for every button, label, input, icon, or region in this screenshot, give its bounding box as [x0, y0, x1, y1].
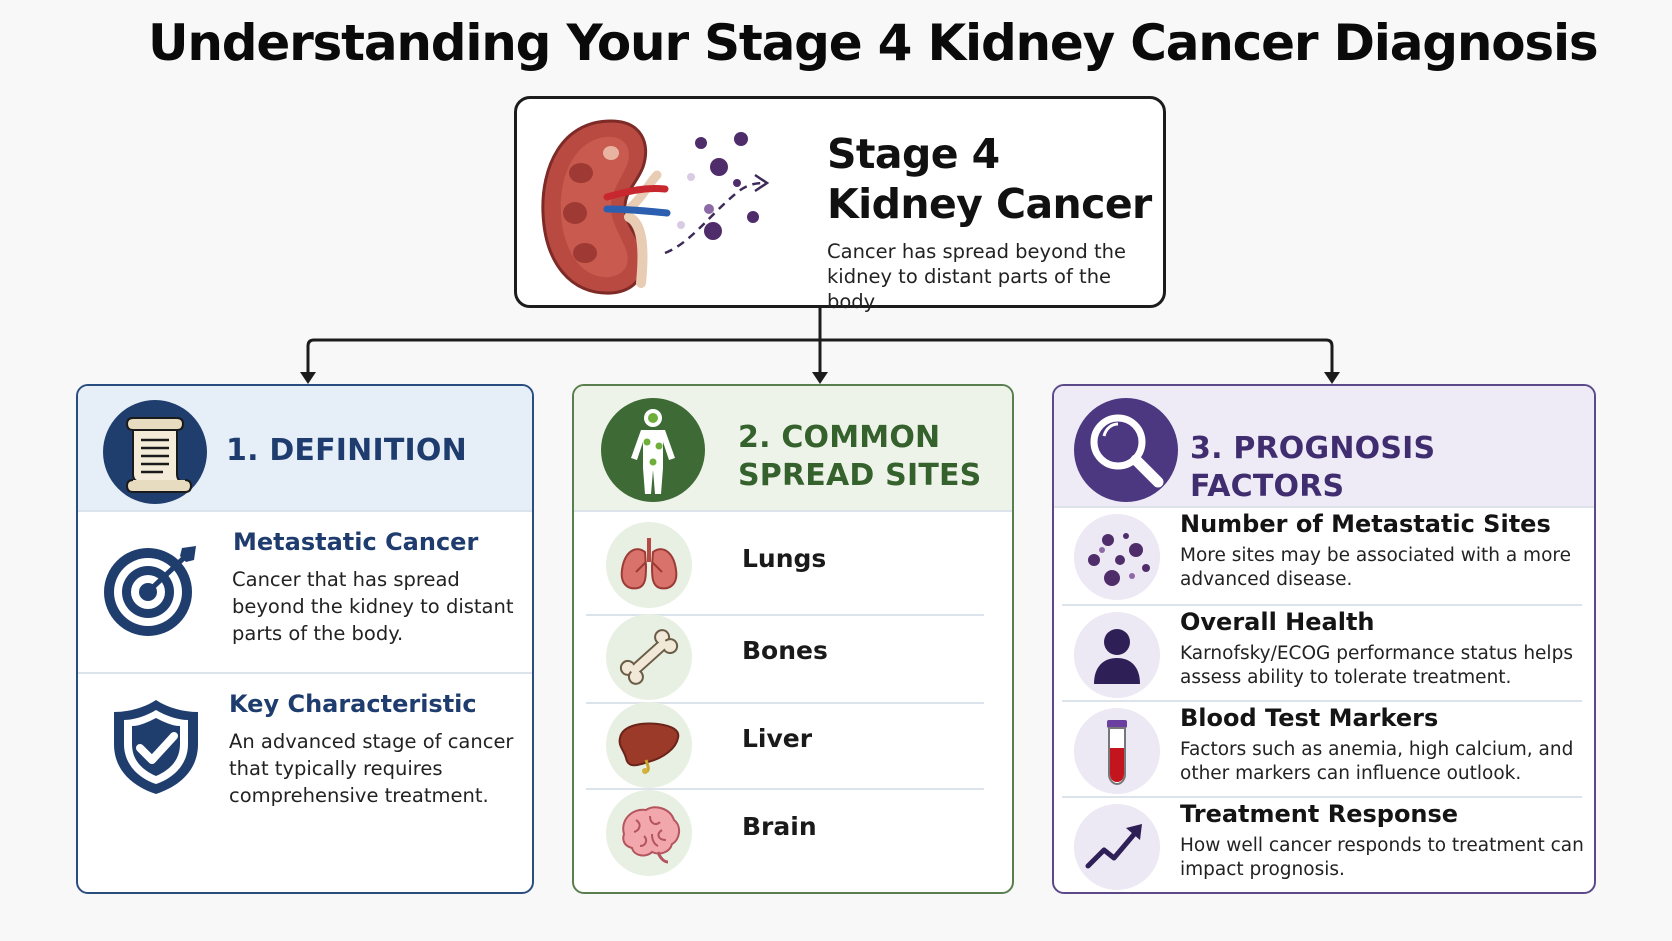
- kidney-icon: [541, 119, 671, 295]
- divider: [78, 672, 532, 674]
- spread-sites-card: 2. COMMON SPREAD SITES Lungs: [572, 384, 1014, 894]
- hero-title-line2: Kidney Cancer: [827, 180, 1152, 228]
- page-title: Understanding Your Stage 4 Kidney Cancer…: [148, 14, 1599, 72]
- spread-sites-heading-line2: SPREAD SITES: [738, 458, 982, 493]
- divider: [1062, 604, 1582, 606]
- factor-text: Factors such as anemia, high calcium, an…: [1180, 739, 1574, 784]
- connector-arrows: [300, 308, 1340, 384]
- definition-header: 1. DEFINITION: [78, 386, 532, 510]
- divider: [586, 614, 984, 616]
- arrow-right-icon: [754, 173, 770, 193]
- site-icon-badge: [606, 522, 692, 608]
- factor-icon-badge: [1074, 514, 1160, 600]
- body-figure-icon: [631, 409, 675, 494]
- factor-title: Number of Metastatic Sites: [1180, 510, 1551, 538]
- prognosis-factor-item: Blood Test Markers Factors such as anemi…: [1054, 704, 1594, 794]
- factor-title: Blood Test Markers: [1180, 704, 1439, 732]
- definition-item-title: Metastatic Cancer: [233, 528, 479, 556]
- prognosis-heading: 3. PROGNOSIS FACTORS: [1190, 431, 1436, 504]
- hero-title: Stage 4 Kidney Cancer: [827, 129, 1157, 229]
- hero-title-line1: Stage 4: [827, 130, 1000, 178]
- factor-text: Karnofsky/ECOG performance status helps …: [1180, 643, 1573, 688]
- brain-icon: [622, 806, 680, 864]
- person-icon: [1094, 629, 1140, 684]
- divider: [78, 510, 532, 512]
- site-label: Lungs: [742, 544, 827, 573]
- prognosis-badge: [1074, 398, 1178, 502]
- divider: [1054, 506, 1594, 508]
- factor-title: Overall Health: [1180, 608, 1375, 636]
- definition-item-key: Key Characteristic An advanced stage of …: [78, 672, 532, 892]
- factor-title: Treatment Response: [1180, 800, 1459, 828]
- divider: [1062, 700, 1582, 702]
- trend-up-icon: [1085, 824, 1142, 869]
- factor-icon-badge: [1074, 612, 1160, 698]
- site-icon-badge: [606, 790, 692, 876]
- test-tube-icon: [1107, 720, 1127, 786]
- site-label: Liver: [742, 724, 813, 753]
- kidney-spread-illustration: [541, 119, 770, 295]
- divider: [586, 702, 984, 704]
- liver-icon: [618, 722, 680, 774]
- divider: [574, 510, 1012, 512]
- definition-heading: 1. DEFINITION: [226, 433, 467, 468]
- spread-site-item: Lungs: [586, 522, 1006, 608]
- definition-item-metastatic: Metastatic Cancer Cancer that has spread…: [78, 510, 532, 672]
- factor-text: How well cancer responds to treatment ca…: [1180, 835, 1584, 880]
- definition-item-text: Cancer that has spread beyond the kidney…: [232, 568, 514, 645]
- spread-sites-heading: 2. COMMON SPREAD SITES: [738, 419, 981, 495]
- definition-card: 1. DEFINITION Metastatic Cancer Cancer t…: [76, 384, 534, 894]
- definition-item-text: An advanced stage of cancer that typical…: [229, 730, 514, 807]
- site-label: Brain: [742, 812, 817, 841]
- factor-icon-badge: [1074, 804, 1160, 890]
- spread-site-item: Liver: [586, 702, 1006, 788]
- spread-site-item: Brain: [586, 790, 1006, 876]
- factor-icon-badge: [1074, 708, 1160, 794]
- spread-sites-heading-line1: 2. COMMON: [738, 420, 941, 455]
- divider: [586, 788, 984, 790]
- definition-badge: [103, 400, 207, 504]
- prognosis-factor-item: Treatment Response How well cancer respo…: [1054, 800, 1594, 890]
- lungs-icon: [620, 538, 678, 590]
- hero-description: Cancer has spread beyond the kidney to d…: [827, 240, 1126, 313]
- factor-text: More sites may be associated with a more…: [1180, 545, 1571, 590]
- magnifier-icon: [1090, 414, 1164, 488]
- cells-cluster-icon: [1088, 533, 1150, 586]
- spread-sites-header: 2. COMMON SPREAD SITES: [574, 386, 1012, 510]
- divider: [1062, 796, 1582, 798]
- spreading-cells-icon: [664, 132, 764, 255]
- site-label: Bones: [742, 636, 828, 665]
- site-icon-badge: [606, 702, 692, 788]
- stage4-summary-box: Stage 4 Kidney Cancer Cancer has spread …: [514, 96, 1166, 313]
- spread-site-item: Bones: [586, 614, 1006, 700]
- scroll-icon: [125, 417, 193, 493]
- spread-sites-badge: [601, 398, 705, 502]
- target-icon: [104, 546, 196, 636]
- prognosis-card: 3. PROGNOSIS FACTORS Number of Metastati…: [1052, 384, 1596, 894]
- prognosis-header: 3. PROGNOSIS FACTORS: [1054, 386, 1594, 506]
- prognosis-factor-item: Overall Health Karnofsky/ECOG performanc…: [1054, 608, 1594, 698]
- definition-item-title: Key Characteristic: [229, 690, 477, 718]
- bone-icon: [619, 629, 679, 685]
- shield-check-icon: [114, 700, 198, 794]
- prognosis-factor-item: Number of Metastatic Sites More sites ma…: [1054, 510, 1594, 600]
- site-icon-badge: [606, 614, 692, 700]
